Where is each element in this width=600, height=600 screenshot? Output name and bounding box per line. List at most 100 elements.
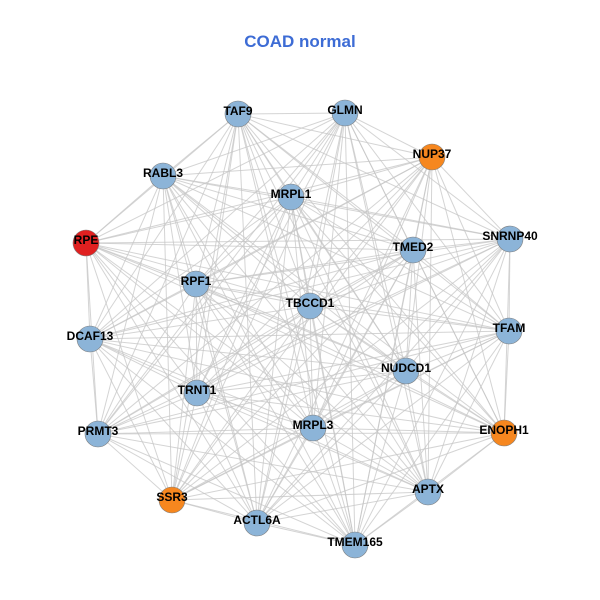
edge-line [344,112,433,158]
edge-line [412,249,429,493]
edge-line [89,338,356,546]
edge-line [85,175,164,244]
edge-line [89,338,429,493]
edge-line [97,433,258,524]
edge-line [256,238,511,524]
edge-line [312,238,511,429]
edge-line [354,238,511,546]
node-circle [495,317,523,345]
edge-line [431,156,511,240]
edge-line [309,238,511,307]
edge-line [312,112,346,429]
node-circle [277,183,305,211]
edge-line [344,112,407,372]
node-circle [490,419,518,447]
edge-line [290,196,407,372]
edge-line [431,156,510,332]
edge-line [89,156,433,340]
node-circle [243,509,271,537]
edge-line [85,242,505,434]
edge-line [196,196,292,394]
node-circle [414,478,442,506]
edge-line [309,305,356,546]
node-circle [341,531,369,559]
edge-line [309,305,429,493]
edge-line [162,175,511,240]
node-circle [299,414,327,442]
node-circle [418,143,446,171]
edge-line [97,305,311,435]
node-circle [183,379,211,407]
edge-line [97,392,198,435]
edge-line [290,196,505,434]
edge-line [237,113,356,546]
edge-line [237,113,510,332]
edge-line [97,175,164,435]
edge-line [85,112,346,244]
edge-line [196,249,414,394]
edge-line [196,392,429,493]
edge-line [85,238,511,244]
edge-line [85,242,173,501]
edge-line [162,112,346,177]
edge-line [97,196,292,435]
edge-line [196,305,311,394]
node-circle [158,486,186,514]
edge-line [195,283,505,434]
edge-line [196,392,505,434]
edge-line [427,330,510,493]
edge-line [405,156,433,372]
node-circle [149,162,177,190]
edge-line [89,338,505,434]
edge-line [195,283,258,524]
edge-line [162,175,198,394]
edge-line [427,238,511,493]
edge-line [85,156,433,244]
edge-line [405,370,429,493]
edge-line [97,330,510,435]
edge-line [89,196,292,340]
edge-line [405,238,511,372]
edge-line [237,113,314,429]
edge-line [97,249,414,435]
edge-line [89,338,99,435]
edge-line [195,113,239,285]
edge-line [256,370,407,524]
edge-line [196,392,258,524]
node-circle [72,229,100,257]
edge-line [162,175,414,251]
edge-line [97,433,173,501]
edge-line [171,305,311,501]
edge-line [89,338,258,524]
edge-line [290,112,346,198]
edge-line [256,427,314,524]
edge-line [171,427,314,501]
edge-line [162,175,356,546]
edge-line [195,283,510,332]
edge-line [89,305,311,340]
edge-line [85,242,314,429]
edge-line [97,370,407,435]
edge-line [405,370,505,434]
node-circle [76,325,104,353]
edge-line [89,283,197,340]
edge-line [89,338,407,372]
edge-line [354,249,414,546]
edge-line [309,249,414,307]
node-circle [296,292,324,320]
edge-line [85,242,510,332]
edge-line [171,249,414,501]
edge-line [97,283,197,435]
edge-line [196,370,407,394]
edge-line [85,242,258,524]
edge-line [427,156,433,493]
edge-line [89,338,173,501]
edge-line [256,432,505,524]
node-circle [399,236,427,264]
edge-line [412,249,510,332]
edge-line [171,370,407,501]
edge-line [162,175,429,493]
node-circle [182,270,210,298]
plot-title: COAD normal [244,32,355,51]
